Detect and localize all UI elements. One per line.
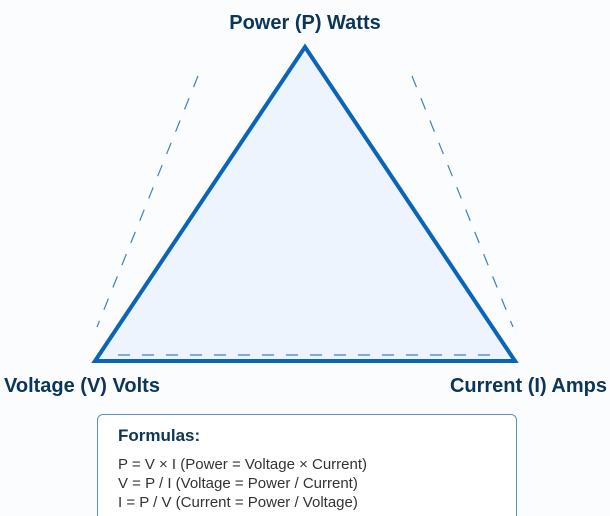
dashed-guide-right: [411, 75, 514, 328]
power-vertex-label: Power (P) Watts: [229, 12, 381, 34]
voltage-vertex-label: Voltage (V) Volts: [4, 375, 160, 397]
current-vertex-label: Current (I) Amps: [449, 375, 607, 397]
dashed-guide-left: [96, 75, 199, 328]
formulas-title: Formulas:: [118, 426, 201, 445]
power-triangle: [91, 43, 519, 363]
formula-voltage: V = P / I (Voltage = Power / Current): [118, 475, 358, 492]
formula-power: P = V × I (Power = Voltage × Current): [118, 456, 368, 473]
formula-current: I = P / V (Current = Power / Voltage): [118, 494, 358, 511]
formulas-panel: Formulas: P = V × I (Power = Voltage × C…: [97, 414, 517, 516]
